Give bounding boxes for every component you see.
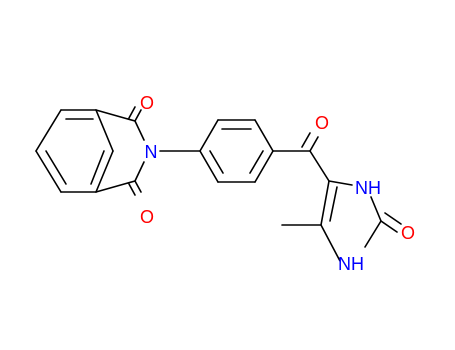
oxygen-label: O — [140, 207, 154, 227]
bond — [95, 109, 114, 152]
bond — [328, 180, 353, 186]
carbonyl-bond — [128, 183, 136, 196]
nh-label: NH — [355, 178, 381, 198]
atom-labels: O O N O NH NH O — [140, 93, 415, 274]
carbonyl-bond — [309, 136, 319, 152]
bond — [320, 180, 330, 226]
carbonyl-bond — [128, 106, 136, 119]
nh-label: NH — [338, 254, 364, 274]
imidazolone-ring — [281, 180, 402, 262]
imide-ring — [95, 106, 201, 196]
bond — [254, 119, 274, 152]
bond — [199, 119, 219, 152]
double-bond — [329, 186, 338, 222]
bond — [35, 150, 62, 193]
aromatic-bond — [90, 150, 105, 185]
oxygen-label: O — [315, 113, 329, 133]
bond — [134, 120, 145, 141]
carbonyl-bond — [134, 109, 142, 122]
bond — [320, 224, 341, 262]
bond — [199, 150, 219, 183]
bond — [370, 196, 382, 222]
aromatic-bond — [45, 150, 67, 185]
bond — [35, 109, 62, 152]
bond — [254, 150, 274, 183]
carbonyl-bond — [384, 212, 402, 225]
bond — [95, 109, 136, 122]
oxygen-label: O — [140, 93, 154, 113]
carbonyl-bond — [301, 132, 311, 148]
carbonyl-bond — [134, 180, 142, 193]
phthalimide-benzene-ring — [35, 109, 114, 193]
bond — [364, 220, 382, 248]
bond — [134, 161, 145, 182]
aromatic-bond — [249, 150, 264, 174]
ketone-linker — [272, 132, 330, 182]
aromatic-bond — [209, 150, 224, 174]
bond — [309, 150, 330, 182]
carbonyl-bond — [380, 220, 398, 233]
bond — [95, 150, 114, 193]
bond — [95, 180, 136, 193]
phenylene-ring — [199, 119, 274, 183]
oxygen-label: O — [401, 223, 415, 243]
nitrogen-label: N — [145, 142, 158, 162]
